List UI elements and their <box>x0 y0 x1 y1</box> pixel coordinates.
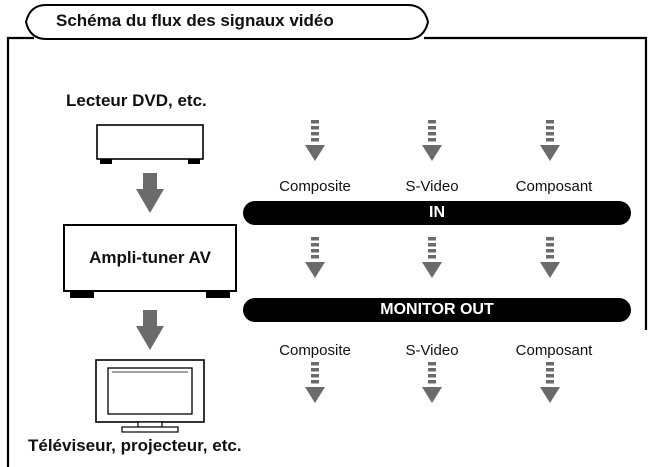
dashed-arrow-middle-composant <box>540 237 560 278</box>
dashed-arrow-input-composant <box>540 120 560 161</box>
monitor-out-bar-shape <box>243 298 631 322</box>
dashed-arrow-input-s-video <box>422 120 442 161</box>
dvd-player-icon <box>96 124 204 164</box>
output-format-s-video: S-Video <box>405 342 459 359</box>
dashed-arrow-input-composite <box>305 120 325 161</box>
dashed-arrow-middle-composite <box>305 237 325 278</box>
source-device-label: Lecteur DVD, etc. <box>66 91 207 110</box>
arrow-source-to-amp <box>136 173 164 213</box>
frame-left-line <box>6 36 34 467</box>
output-format-composant: Composant <box>515 342 593 359</box>
frame-right-line <box>424 36 648 330</box>
output-format-composite: Composite <box>279 342 351 359</box>
arrow-amp-to-display <box>136 310 164 350</box>
amplifier-label: Ampli-tuner AV <box>89 248 211 267</box>
monitor-out-bar-label: MONITOR OUT <box>380 301 494 318</box>
av-amplifier-icon <box>63 224 237 298</box>
tv-icon <box>95 359 205 433</box>
input-format-s-video: S-Video <box>405 178 459 195</box>
dashed-arrow-output-composant <box>540 362 560 403</box>
dashed-arrow-output-s-video <box>422 362 442 403</box>
diagram-title: Schéma du flux des signaux vidéo <box>56 11 334 30</box>
dashed-arrow-output-composite <box>305 362 325 403</box>
dashed-arrows-group <box>305 120 560 403</box>
in-bar-label: IN <box>429 204 445 221</box>
input-format-composant: Composant <box>515 178 593 195</box>
input-format-composite: Composite <box>279 178 351 195</box>
dashed-arrow-middle-s-video <box>422 237 442 278</box>
display-device-label: Téléviseur, projecteur, etc. <box>28 436 242 455</box>
in-bar-shape <box>243 201 631 225</box>
title-tab <box>24 4 430 40</box>
